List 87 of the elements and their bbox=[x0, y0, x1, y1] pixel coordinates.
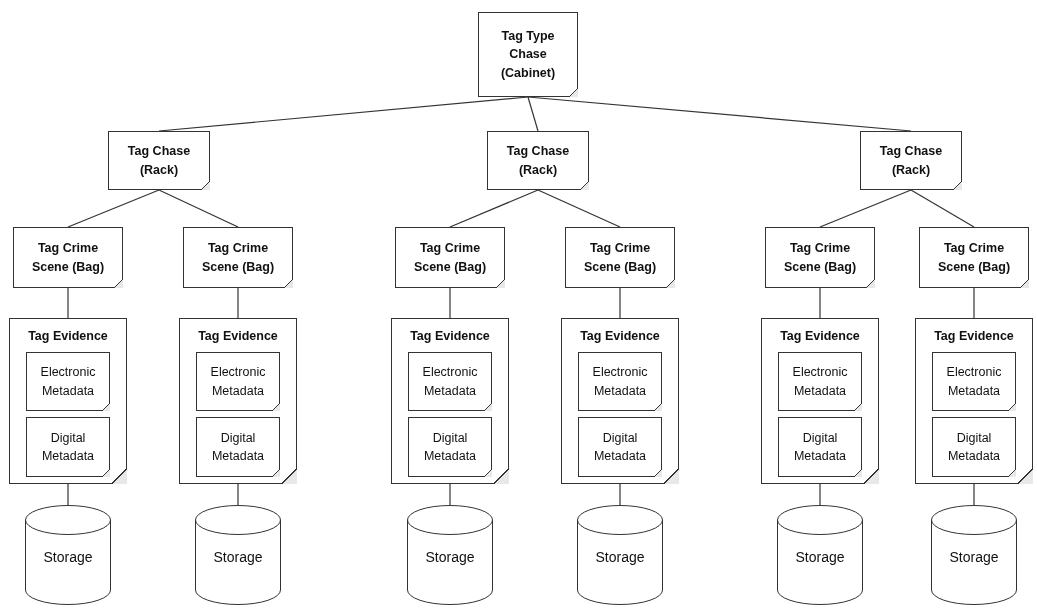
node-label: Electronic Metadata bbox=[791, 364, 849, 400]
node-label: Digital Metadata bbox=[592, 429, 648, 465]
node-label: Electronic Metadata bbox=[945, 364, 1003, 400]
connector-line bbox=[619, 483, 621, 506]
metadata-note bbox=[932, 417, 1016, 477]
metadata-note bbox=[408, 417, 492, 477]
connector-line bbox=[67, 287, 69, 319]
storage-cylinder bbox=[25, 505, 111, 605]
tag-note bbox=[183, 227, 293, 288]
node-label: Electronic Metadata bbox=[591, 364, 649, 400]
metadata-note bbox=[196, 352, 280, 411]
node-label: Tag Chase (Rack) bbox=[878, 143, 944, 179]
tag-note bbox=[13, 227, 123, 288]
tag-note bbox=[915, 318, 1033, 484]
storage-cylinder bbox=[577, 505, 663, 605]
node-label: Storage bbox=[948, 549, 1000, 565]
tag-note bbox=[395, 227, 505, 288]
tag-note bbox=[765, 227, 875, 288]
tag-note bbox=[478, 12, 578, 97]
tag-note bbox=[9, 318, 127, 484]
metadata-note bbox=[778, 417, 862, 477]
connector-line bbox=[449, 287, 451, 319]
connector-line bbox=[819, 287, 821, 319]
node-label: Tag Chase (Rack) bbox=[505, 143, 571, 179]
node-label: Digital Metadata bbox=[792, 429, 848, 465]
node-label: Tag Crime Scene (Bag) bbox=[30, 240, 106, 276]
tag-note bbox=[561, 318, 679, 484]
node-label: Digital Metadata bbox=[40, 429, 96, 465]
node-label: Tag Crime Scene (Bag) bbox=[582, 240, 658, 276]
node-label: Tag Evidence bbox=[934, 328, 1014, 345]
metadata-note bbox=[408, 352, 492, 411]
storage-cylinder bbox=[777, 505, 863, 605]
connector-line bbox=[449, 483, 451, 506]
connector-line bbox=[973, 287, 975, 319]
connector-line bbox=[449, 189, 539, 228]
tag-note bbox=[391, 318, 509, 484]
tag-note bbox=[919, 227, 1029, 288]
connector-line bbox=[237, 287, 239, 319]
metadata-note bbox=[932, 352, 1016, 411]
connector-line bbox=[973, 483, 975, 506]
node-label: Tag Evidence bbox=[28, 328, 108, 345]
connector-line bbox=[67, 189, 160, 228]
node-label: Tag Crime Scene (Bag) bbox=[782, 240, 858, 276]
node-label: Storage bbox=[212, 549, 264, 565]
node-label: Storage bbox=[42, 549, 94, 565]
tag-note bbox=[860, 131, 962, 190]
node-label: Digital Metadata bbox=[946, 429, 1002, 465]
node-label: Electronic Metadata bbox=[421, 364, 479, 400]
connector-line bbox=[527, 96, 539, 132]
connector-line bbox=[819, 189, 912, 228]
node-label: Tag Crime Scene (Bag) bbox=[936, 240, 1012, 276]
node-label: Tag Evidence bbox=[580, 328, 660, 345]
metadata-note bbox=[778, 352, 862, 411]
node-label: Tag Type Chase (Cabinet) bbox=[499, 28, 557, 82]
storage-cylinder bbox=[931, 505, 1017, 605]
node-label: Tag Chase (Rack) bbox=[126, 143, 192, 179]
connector-line bbox=[67, 483, 69, 506]
node-label: Digital Metadata bbox=[210, 429, 266, 465]
metadata-note bbox=[26, 352, 110, 411]
metadata-note bbox=[26, 417, 110, 477]
metadata-note bbox=[196, 417, 280, 477]
tag-note bbox=[487, 131, 589, 190]
tag-note bbox=[108, 131, 210, 190]
node-label: Storage bbox=[424, 549, 476, 565]
connector-line bbox=[819, 483, 821, 506]
tag-note bbox=[761, 318, 879, 484]
tag-note bbox=[565, 227, 675, 288]
connector-line bbox=[237, 483, 239, 506]
node-label: Storage bbox=[794, 549, 846, 565]
metadata-note bbox=[578, 417, 662, 477]
tag-note bbox=[179, 318, 297, 484]
connector-line bbox=[537, 189, 621, 228]
connector-line bbox=[910, 189, 975, 228]
storage-cylinder bbox=[195, 505, 281, 605]
node-label: Tag Evidence bbox=[198, 328, 278, 345]
connector-line bbox=[158, 189, 239, 228]
connector-line bbox=[619, 287, 621, 319]
node-label: Electronic Metadata bbox=[39, 364, 97, 400]
metadata-note bbox=[578, 352, 662, 411]
node-label: Electronic Metadata bbox=[209, 364, 267, 400]
node-label: Tag Evidence bbox=[410, 328, 490, 345]
storage-cylinder bbox=[407, 505, 493, 605]
node-label: Digital Metadata bbox=[422, 429, 478, 465]
node-label: Tag Crime Scene (Bag) bbox=[412, 240, 488, 276]
node-label: Tag Evidence bbox=[780, 328, 860, 345]
node-label: Tag Crime Scene (Bag) bbox=[200, 240, 276, 276]
node-label: Storage bbox=[594, 549, 646, 565]
